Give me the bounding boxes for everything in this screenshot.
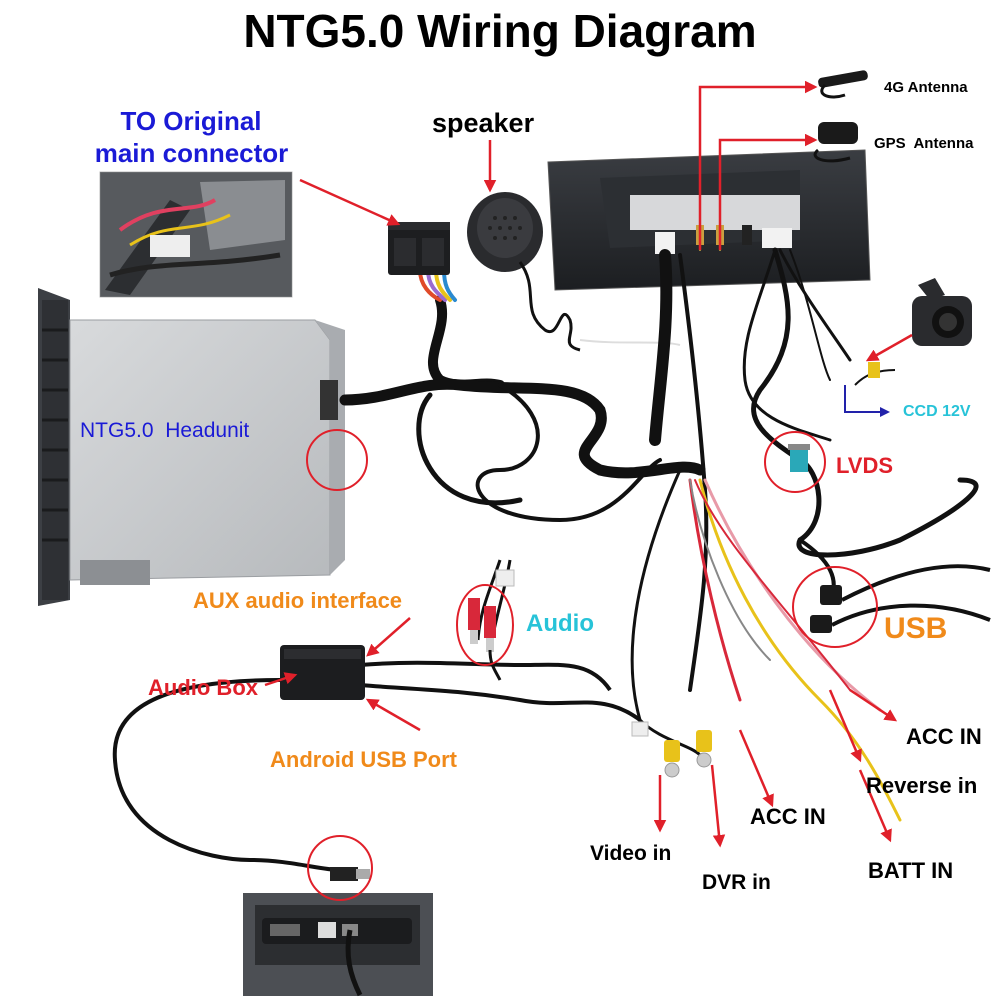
aux-circle (306, 429, 368, 491)
video-in-label: Video in (590, 842, 672, 865)
audio-box-label: Audio Box (148, 675, 258, 700)
main-connector-label: main connector (94, 138, 289, 168)
lvds-connector (788, 444, 810, 472)
speaker-label: speaker (432, 108, 535, 138)
android-screen (547, 149, 871, 291)
lvds-circle (764, 431, 826, 493)
rca-video-plugs (631, 721, 712, 778)
ntg5-headunit (38, 288, 345, 606)
lvds-label: LVDS (836, 453, 894, 478)
antenna-4g-device (818, 70, 868, 99)
rca-audio-plugs (468, 559, 515, 652)
usb-circle (792, 566, 878, 648)
antenna-gps-label: GPS Antenna (874, 135, 974, 152)
arrows (264, 80, 913, 848)
audio-circle (456, 584, 514, 666)
ccd-label: CCD 12V (903, 403, 971, 420)
batt-in-label: BATT IN (868, 858, 954, 883)
usb-label: USB (884, 612, 948, 645)
ccd-arrow (844, 385, 890, 417)
acc-in-bottom-label: ACC IN (750, 804, 826, 829)
audio-label: Audio (526, 610, 594, 637)
speaker-device (467, 192, 681, 352)
antenna-gps-device (813, 122, 858, 163)
original-connector-photo (99, 171, 293, 298)
quadlock-connector (388, 222, 450, 275)
android-usb-label: Android USB Port (270, 747, 457, 772)
console-usb-photo (243, 893, 433, 997)
aux-label: AUX audio interface (193, 588, 403, 613)
main-harness (339, 268, 706, 523)
reverse-camera (854, 278, 972, 386)
to-original-label: TO Original (120, 106, 262, 136)
audio-box (112, 645, 642, 881)
dvr-in-label: DVR in (702, 871, 771, 894)
reverse-in-label: Reverse in (866, 773, 978, 798)
headunit-label: NTG5.0 Headunit (80, 419, 250, 442)
usb-cable (798, 538, 991, 633)
highlight-circles (306, 429, 878, 901)
screen-cables (649, 159, 979, 692)
antenna-4g-label: 4G Antenna (884, 79, 968, 96)
page-title: NTG5.0 Wiring Diagram (243, 5, 757, 57)
acc-in-right-label: ACC IN (906, 724, 982, 749)
signal-wires (630, 468, 902, 822)
usb-plug-circle (307, 835, 373, 901)
